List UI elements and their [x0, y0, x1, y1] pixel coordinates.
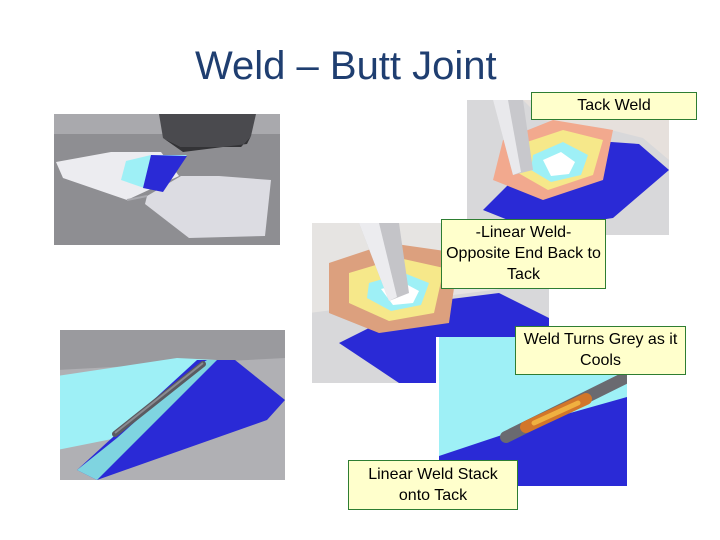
label-linear-weld-stack: Linear Weld Stack onto Tack [348, 460, 518, 510]
slide-title: Weld – Butt Joint [195, 44, 497, 88]
label-tack-weld: Tack Weld [531, 92, 697, 120]
label-weld-turns-grey: Weld Turns Grey as it Cools [515, 326, 686, 375]
image-tack-weld [463, 100, 669, 235]
image-butt-joint-plates [51, 114, 280, 245]
image-linear-weld-stack [57, 330, 285, 480]
label-linear-weld: -Linear Weld-Opposite End Back to Tack [441, 219, 606, 289]
